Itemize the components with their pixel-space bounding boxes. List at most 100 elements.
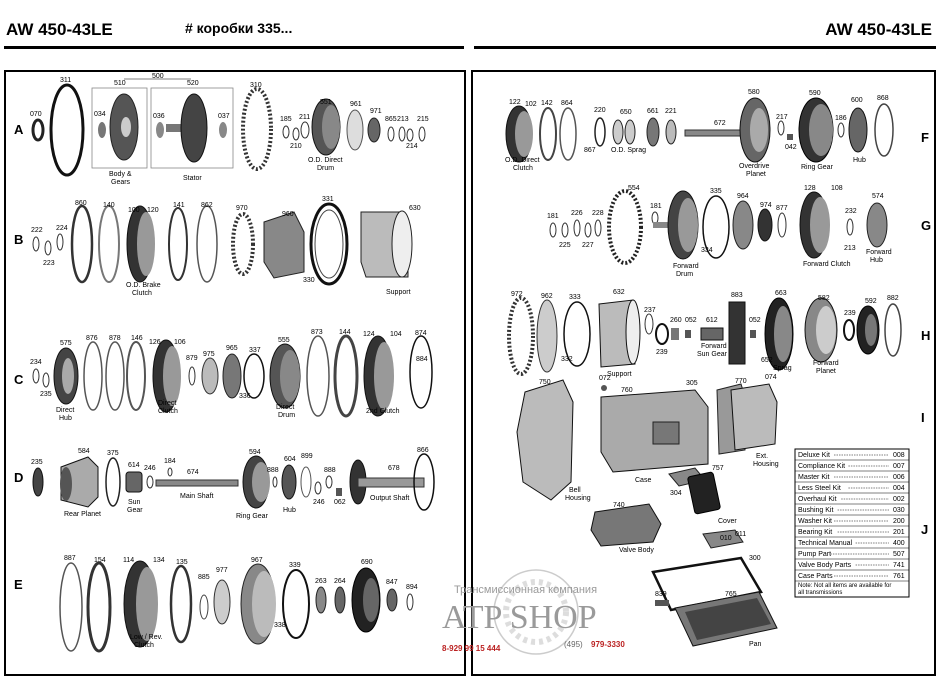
- part-960: [263, 211, 305, 279]
- caption-od-direct-drum: O.D. Direct: [308, 157, 343, 164]
- part-672: [684, 129, 746, 137]
- pn-304: 304: [670, 490, 682, 497]
- pn-223: 223: [43, 260, 55, 267]
- part-661: [646, 117, 660, 147]
- pn-500: 500: [152, 73, 164, 80]
- pn-888-d: 888: [324, 467, 336, 474]
- caption-ext-housing: Ext.: [756, 453, 768, 460]
- pn-650: 650: [620, 109, 632, 116]
- part-612: [700, 327, 724, 341]
- pn-214: 214: [406, 143, 418, 150]
- part-310: [241, 87, 273, 171]
- row-label-j: J: [921, 522, 928, 537]
- part-104: [374, 342, 394, 410]
- caption-support-b: Support: [386, 289, 411, 296]
- pn-574: 574: [872, 193, 884, 200]
- pn-862: 862: [201, 202, 213, 209]
- support-h-face: [625, 299, 641, 365]
- part-594-inner: [252, 462, 270, 502]
- pn-663: 663: [775, 290, 787, 297]
- kit-name: Pump Part: [798, 551, 831, 558]
- part-337: [243, 353, 265, 399]
- pn-967: 967: [251, 557, 263, 564]
- pn-310: 310: [250, 82, 262, 89]
- pn-124: 124: [363, 331, 375, 338]
- pn-336: 336: [239, 393, 251, 400]
- pn-964: 964: [737, 193, 749, 200]
- pn-860: 860: [75, 200, 87, 207]
- pn-604: 604: [284, 456, 296, 463]
- part-847: [386, 588, 398, 612]
- pn-592: 592: [865, 298, 877, 305]
- part-970: [231, 212, 255, 276]
- pn-239: 239: [656, 349, 668, 356]
- part-120: [137, 212, 155, 276]
- pn-614: 614: [128, 462, 140, 469]
- pn-311: 311: [60, 77, 71, 84]
- row-label-b: B: [14, 232, 23, 247]
- pn-878: 878: [109, 335, 121, 342]
- pn-263: 263: [315, 578, 327, 585]
- pn-102: 102: [525, 101, 537, 108]
- pn-144: 144: [339, 329, 351, 336]
- forward-drum-inner: [678, 198, 698, 252]
- pn-899: 899: [301, 453, 313, 460]
- part-102: [515, 111, 533, 157]
- pn-305: 305: [686, 380, 698, 387]
- pn-575: 575: [60, 340, 72, 347]
- pn-740: 740: [613, 502, 625, 509]
- pn-555: 555: [278, 337, 290, 344]
- watermark-phone-prefix: (495): [564, 640, 583, 649]
- pn-612: 612: [706, 317, 718, 324]
- watermark-gear-teeth: [503, 579, 569, 645]
- part-330: [314, 209, 344, 279]
- part-740: [590, 503, 662, 547]
- part-333: [563, 301, 591, 367]
- caption-second-clutch: 2nd Clutch: [366, 408, 400, 415]
- pn-074: 074: [765, 374, 777, 381]
- pn-868: 868: [877, 95, 889, 102]
- pn-135: 135: [176, 559, 188, 566]
- header-rule-left: [4, 46, 464, 49]
- kit-name: Technical Manual: [798, 540, 853, 547]
- pn-300: 300: [749, 555, 761, 562]
- pn-757: 757: [712, 465, 724, 472]
- pn-184: 184: [164, 458, 176, 465]
- caption-body-gears: Body &: [109, 171, 132, 178]
- row-h-parts: 972 962 333 332 632 Support 237 239 260 …: [507, 289, 902, 378]
- row-b-parts: 222 223 224 860 140 100 120 O.D. Brake C…: [31, 196, 421, 297]
- part-140: [98, 205, 120, 283]
- pn-114: 114: [123, 557, 134, 564]
- part-962: [536, 299, 558, 373]
- pn-876: 876: [86, 335, 98, 342]
- pn-234: 234: [30, 359, 42, 366]
- part-108: [810, 197, 830, 253]
- kit-code: 002: [893, 496, 905, 503]
- kit-name: Master Kit: [798, 474, 830, 481]
- pn-339: 339: [289, 562, 301, 569]
- pn-894: 894: [406, 584, 418, 591]
- caption-body-gears-2: Gears: [111, 179, 131, 186]
- part-135: [169, 564, 193, 644]
- pn-185: 185: [280, 116, 292, 123]
- row-label-e: E: [14, 577, 23, 592]
- pn-864: 864: [561, 100, 573, 107]
- part-574: [866, 202, 888, 248]
- pn-072: 072: [599, 375, 611, 382]
- part-225: [561, 222, 569, 238]
- caption-forward-drum-2: Drum: [676, 271, 693, 278]
- pn-865: 865: [385, 116, 397, 123]
- pn-674: 674: [187, 469, 199, 476]
- pn-235-d: 235: [31, 459, 43, 466]
- part-010: [702, 529, 744, 549]
- pn-142: 142: [541, 100, 553, 107]
- sprag-right: [624, 119, 636, 145]
- part-213: [398, 126, 406, 142]
- pn-108: 108: [831, 185, 843, 192]
- part-215: [418, 126, 426, 142]
- part-331: [309, 202, 349, 286]
- part-860: [70, 204, 94, 284]
- caption-support-h: Support: [607, 371, 632, 378]
- rear-planet-face: [60, 467, 72, 501]
- pn-042: 042: [785, 144, 797, 151]
